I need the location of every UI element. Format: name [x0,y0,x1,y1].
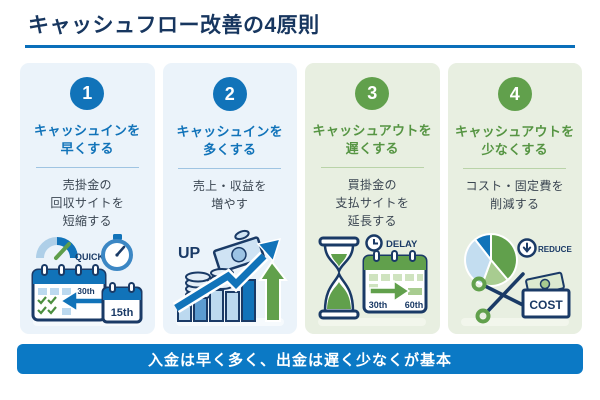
principles-row: 1 キャッシュインを 早くする 売掛金の 回収サイトを 短縮する QUICK [20,63,582,335]
body-line: コスト・固定費を [465,179,564,194]
title-line: 早くする [60,140,114,156]
quick-label: QUICK [75,252,105,262]
title-line: 遅くする [345,140,399,156]
principle-number: 2 [224,83,235,104]
date-to-label: 60th [405,300,424,310]
cost-cut-graphic: REDUCE COST [463,233,572,324]
principle-title-1: キャッシュインを 早くする [34,122,140,157]
number-badge-2: 2 [212,77,247,112]
card-principle-1: 1 キャッシュインを 早くする 売掛金の 回収サイトを 短縮する QUICK [20,63,155,335]
calendar-speedup-graphic: QUICK 30th [31,234,143,324]
body-line: 短縮する [62,214,112,229]
number-badge-1: 1 [70,77,105,111]
card-principle-4: 4 キャッシュアウトを 少なくする コスト・固定費を 削減する [447,63,582,335]
reduce-label: REDUCE [538,245,572,254]
card-divider [35,167,139,169]
card-divider [178,168,282,170]
date-from-label: 30th [78,286,95,296]
principle-title-2: キャッシュインを 多くする [177,123,283,158]
sales-growth-graphic: UP [172,230,288,323]
principle-number: 3 [367,83,378,104]
icon-ground-shadow [33,318,142,327]
title-line: キャッシュインを [34,123,141,139]
number-badge-3: 3 [355,77,390,111]
body-line: 削減する [490,197,540,212]
delay-label: DELAY [386,239,418,250]
header: キャッシュフロー改善の4原則 [0,0,600,38]
hourglass-delay-icon: DELAY 30th 60th [314,230,430,327]
summary-banner-text: 入金は早く多く、出金は遅く少なくが基本 [147,351,452,369]
calendar-speedup-icon: QUICK 30th [29,230,145,327]
hourglass-delay-graphic: DELAY 30th 60th [318,234,428,320]
principle-number: 4 [509,83,520,104]
title-line: キャッシュインを [176,124,283,140]
icon-ground-shadow [318,318,427,327]
date-to-label: 15th [111,307,134,319]
principle-number: 1 [82,83,93,104]
title-line: 多くする [203,141,257,157]
icon-ground-shadow [460,318,569,327]
body-line: 増やす [211,197,249,212]
date-from-label: 30th [369,300,388,310]
title-line: 少なくする [481,141,548,157]
sales-growth-icon: UP [172,228,288,327]
body-line: 売上・収益を [192,179,267,194]
title-underline [25,45,575,49]
number-badge-4: 4 [497,77,532,112]
cost-cut-icon: REDUCE COST [457,228,573,327]
principle-description-4: コスト・固定費を 削減する [466,177,564,213]
body-line: 回収サイトを [50,196,125,211]
summary-banner: 入金は早く多く、出金は遅く少なくが基本 [17,344,583,375]
body-line: 売掛金の [62,178,112,193]
page-title: キャッシュフロー改善の4原則 [28,14,320,37]
card-divider [320,167,424,169]
title-line: キャッシュアウトを [455,124,575,140]
principle-title-4: キャッシュアウトを 少なくする [455,123,574,158]
card-principle-3: 3 キャッシュアウトを 遅くする 買掛金の 支払サイトを 延長する [305,63,440,335]
body-line: 延長する [347,214,397,229]
body-line: 買掛金の [347,178,397,193]
principle-description-3: 買掛金の 支払サイトを 延長する [335,176,409,230]
up-label: UP [178,245,201,262]
principle-description-1: 売掛金の 回収サイトを 短縮する [50,176,124,230]
card-principle-2: 2 キャッシュインを 多くする 売上・収益を 増やす [162,63,297,335]
card-divider [463,168,567,170]
title-line: キャッシュアウトを [312,123,432,139]
principle-description-2: 売上・収益を 増やす [193,177,267,213]
cost-label: COST [529,298,563,312]
body-line: 支払サイトを [335,196,410,211]
principle-title-3: キャッシュアウトを 遅くする [313,122,432,157]
